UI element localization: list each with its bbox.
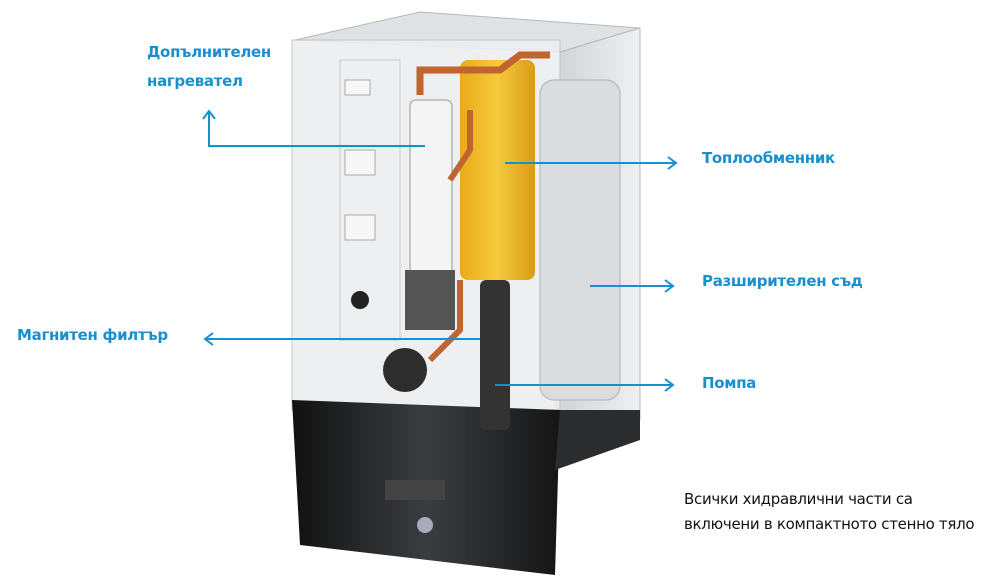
label-pump: Помпа bbox=[702, 374, 757, 392]
pump-body bbox=[480, 280, 510, 430]
callout-lines bbox=[202, 109, 678, 392]
caption-note: Всички хидравлични части са включени в к… bbox=[684, 487, 975, 537]
label-expansion-vessel: Разширителен съд bbox=[702, 272, 863, 290]
expansion-vessel bbox=[539, 79, 621, 401]
label-heat-exchanger: Топлообменник bbox=[702, 149, 835, 167]
label-line: Допълнителен bbox=[147, 43, 271, 61]
caption-line: Всички хидравлични части са bbox=[684, 490, 913, 508]
heater-cylinder bbox=[409, 99, 453, 281]
caption-line: включени в компактното стенно тяло bbox=[684, 515, 975, 533]
label-line: нагревател bbox=[147, 72, 243, 90]
heat-exchanger bbox=[460, 60, 535, 280]
label-magnetic-filter: Магнитен филтър bbox=[17, 326, 168, 344]
pump-motor bbox=[383, 348, 427, 392]
arrow-additional-heater bbox=[208, 112, 425, 147]
label-additional-heater: Допълнителен нагревател bbox=[147, 38, 271, 96]
